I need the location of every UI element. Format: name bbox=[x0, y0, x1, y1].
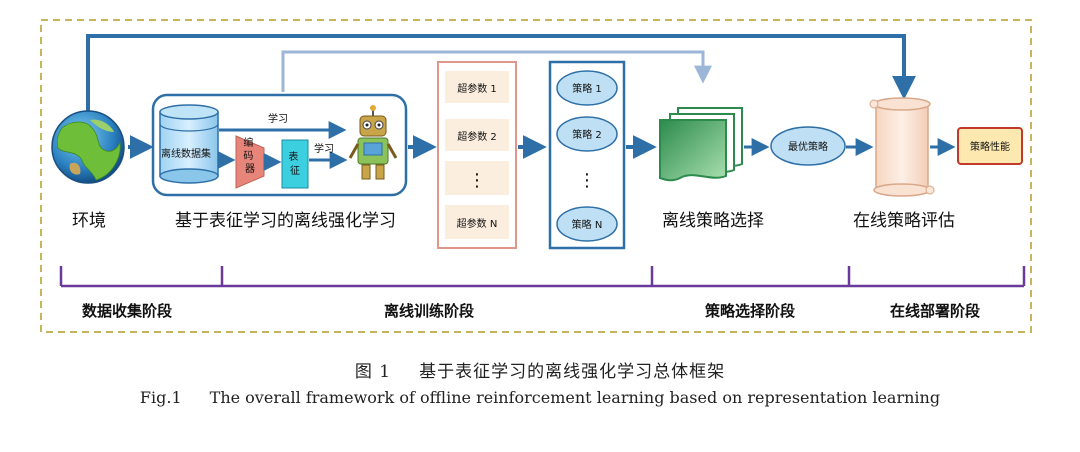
scroll-icon bbox=[869, 97, 935, 197]
policy-2-ellipse bbox=[556, 116, 618, 152]
hyperparam-n-box bbox=[445, 205, 509, 239]
documents-icon bbox=[659, 107, 743, 182]
best-policy-label: 最优策略 bbox=[788, 140, 828, 153]
hyperparams-box bbox=[437, 61, 517, 249]
hyperparam-1-label: 超参数 1 bbox=[457, 82, 497, 95]
encoder-label: 编 码 器 bbox=[243, 136, 256, 175]
globe-icon bbox=[51, 110, 125, 184]
env-to-eval-arrow bbox=[86, 34, 916, 118]
hyperparam-n-label: 超参数 N bbox=[457, 217, 498, 230]
learn-top-label: 学习 bbox=[268, 112, 288, 125]
best-policy-ellipse bbox=[770, 126, 846, 166]
hyperparam-2-label: 超参数 2 bbox=[457, 130, 497, 143]
database-icon bbox=[159, 104, 219, 184]
phase-policy-selection: 策略选择阶段 bbox=[704, 302, 795, 320]
hyperparam-ellipsis-box bbox=[445, 161, 509, 195]
figure-caption-cn: 图 1 基于表征学习的离线强化学习总体框架 bbox=[0, 357, 1080, 382]
phase-offline-training: 离线训练阶段 bbox=[384, 302, 474, 320]
offline-dataset-label: 离线数据集 bbox=[161, 147, 211, 160]
outer-frame bbox=[40, 19, 1032, 333]
policy-performance-box bbox=[957, 127, 1023, 165]
offline-policy-selection-label: 离线策略选择 bbox=[662, 211, 764, 231]
caption-cn-number: 图 1 bbox=[354, 362, 392, 382]
hyperparam-ellipsis: ⋮ bbox=[468, 170, 486, 191]
policy-1-ellipse bbox=[556, 70, 618, 106]
encoder-shape bbox=[235, 135, 265, 189]
figure-caption-en: Fig.1 The overall framework of offline re… bbox=[0, 388, 1080, 407]
representation-label: 表 征 bbox=[288, 150, 301, 177]
robot-icon bbox=[348, 105, 398, 180]
caption-en-number: Fig.1 bbox=[139, 388, 182, 407]
representation-box bbox=[281, 139, 309, 189]
caption-cn-text: 基于表征学习的离线强化学习总体框架 bbox=[419, 362, 726, 382]
environment-label: 环境 bbox=[72, 211, 106, 231]
policy-performance-label: 策略性能 bbox=[970, 140, 1010, 153]
policy-1-label: 策略 1 bbox=[572, 82, 602, 95]
phase-data-collection: 数据收集阶段 bbox=[82, 302, 172, 320]
phase-online-deployment: 在线部署阶段 bbox=[890, 302, 980, 320]
learn-mid-label: 学习 bbox=[314, 142, 334, 155]
policy-n-label: 策略 N bbox=[572, 218, 603, 231]
caption-en-text: The overall framework of offline reinfor… bbox=[209, 388, 941, 407]
policy-2-label: 策略 2 bbox=[572, 128, 602, 141]
policy-n-ellipse bbox=[556, 206, 618, 242]
online-policy-eval-label: 在线策略评估 bbox=[853, 211, 955, 231]
policies-box bbox=[548, 60, 626, 250]
offline-rl-module-label: 基于表征学习的离线强化学习 bbox=[175, 211, 396, 231]
module-to-selection-arrow bbox=[281, 50, 712, 92]
hyperparam-2-box bbox=[445, 119, 509, 151]
hyperparam-1-box bbox=[445, 71, 509, 103]
policy-ellipsis: ⋮ bbox=[578, 170, 596, 191]
